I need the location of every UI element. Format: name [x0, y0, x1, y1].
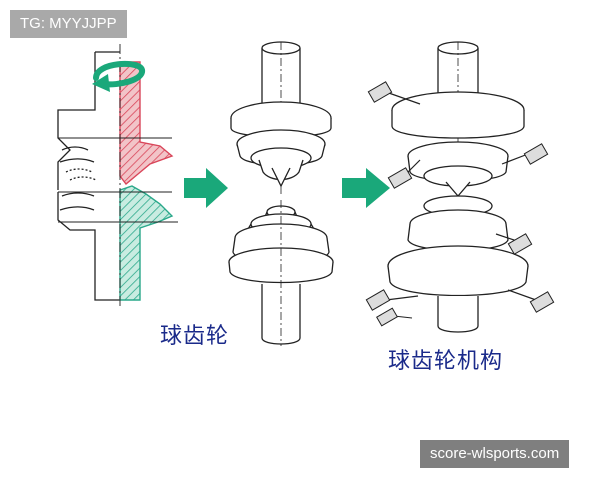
- right-arrow-icon: [184, 168, 228, 208]
- right-arrow-icon: [342, 168, 390, 208]
- rotation-arrow-icon: [92, 60, 145, 92]
- caption-spherical-gear: 球齿轮: [160, 324, 230, 349]
- exploded-gear-view: [228, 41, 334, 346]
- watermark-bottom: score-wlsports.com: [420, 440, 570, 468]
- assembled-mechanism: [365, 41, 555, 333]
- section-view: [57, 44, 178, 308]
- watermark-top: TG: MYYJJPP: [10, 10, 127, 38]
- caption-spherical-gear-mechanism: 球齿轮机构: [388, 349, 504, 374]
- lower-gear-section: [119, 185, 174, 301]
- upper-gear-section: [119, 61, 174, 186]
